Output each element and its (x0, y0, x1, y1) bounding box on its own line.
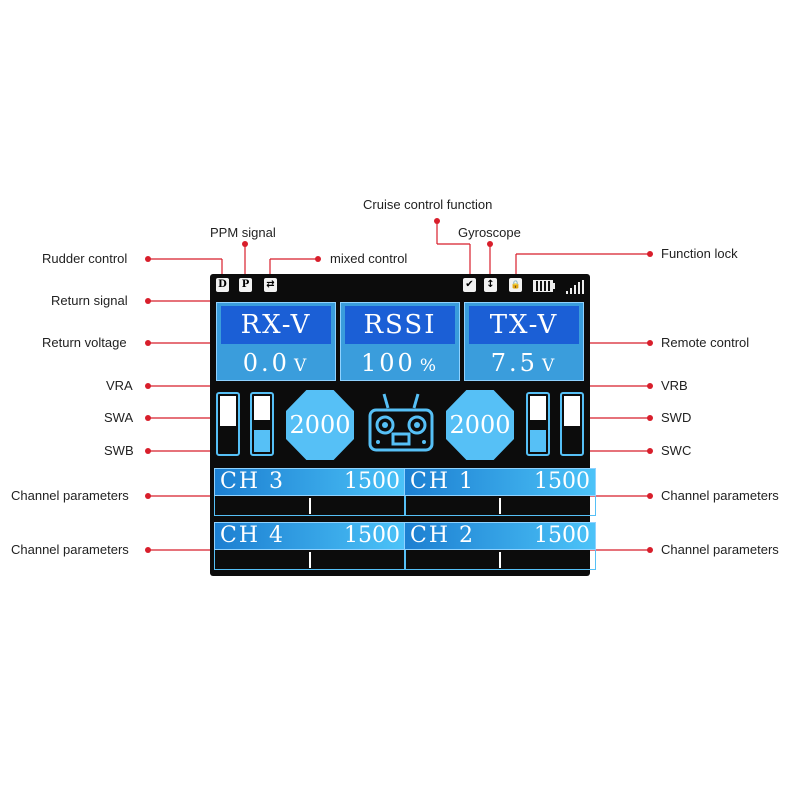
callout-rudder-control: Rudder control (42, 251, 128, 266)
swd-switch (560, 392, 584, 456)
callout-gyroscope: Gyroscope (458, 225, 521, 240)
rx-voltage-label: RX-V (221, 306, 331, 344)
battery-icon (533, 280, 553, 292)
channel-name: CH 3 (220, 469, 286, 494)
rssi-panel: RSSI 100% (340, 302, 460, 381)
ppm-icon: P (239, 278, 252, 292)
vrb-knob-value: 2000 (446, 390, 514, 460)
rssi-label: RSSI (345, 306, 455, 344)
callout-channel-parameters: Channel parameters (11, 488, 129, 503)
callout-ppm-signal: PPM signal (210, 225, 276, 240)
callout-channel-parameters: Channel parameters (11, 542, 129, 557)
gyroscope-icon: ↕ (484, 278, 497, 292)
rssi-value: 100% (361, 349, 439, 377)
callout-swd: SWD (661, 410, 692, 425)
swa-switch (216, 392, 240, 456)
callout-channel-parameters: Channel parameters (661, 542, 779, 557)
callout-return-signal: Return signal (51, 293, 128, 308)
lock-icon: 🔒 (509, 278, 522, 292)
channel-name: CH 1 (410, 469, 476, 494)
vra-knob-value: 2000 (286, 390, 354, 460)
callout-swa: SWA (104, 410, 134, 425)
battery-tip (553, 283, 555, 289)
rudder-icon: D (216, 278, 229, 292)
callout-function-lock: Function lock (661, 246, 738, 261)
signal-icon (566, 280, 584, 294)
channel-value: 1500 (534, 469, 590, 494)
tx-voltage-label: TX-V (469, 306, 579, 344)
channel-value: 1500 (344, 469, 400, 494)
callout-cruise-control: Cruise control function (363, 197, 493, 212)
cruise-icon: ✔ (463, 278, 476, 292)
callout-mixed-control: mixed control (330, 251, 408, 266)
channel-name: CH 4 (220, 523, 286, 548)
transmitter-icon (368, 393, 434, 452)
channel-4-bar: CH 4 1500 (214, 522, 406, 570)
channel-1-bar: CH 1 1500 (404, 468, 596, 516)
mix-icon: ⇄ (264, 278, 277, 292)
callout-remote-control: Remote control (661, 335, 750, 350)
swb-switch (250, 392, 274, 456)
channel-3-bar: CH 3 1500 (214, 468, 406, 516)
channel-name: CH 2 (410, 523, 476, 548)
channel-value: 1500 (534, 523, 590, 548)
callout-vrb: VRB (661, 378, 688, 393)
callout-channel-parameters: Channel parameters (661, 488, 779, 503)
channel-value: 1500 (344, 523, 400, 548)
callout-vra: VRA (106, 378, 133, 393)
callout-swc: SWC (661, 443, 692, 458)
callout-swb: SWB (104, 443, 134, 458)
swc-switch (526, 392, 550, 456)
callout-return-voltage: Return voltage (42, 335, 127, 350)
channel-2-bar: CH 2 1500 (404, 522, 596, 570)
